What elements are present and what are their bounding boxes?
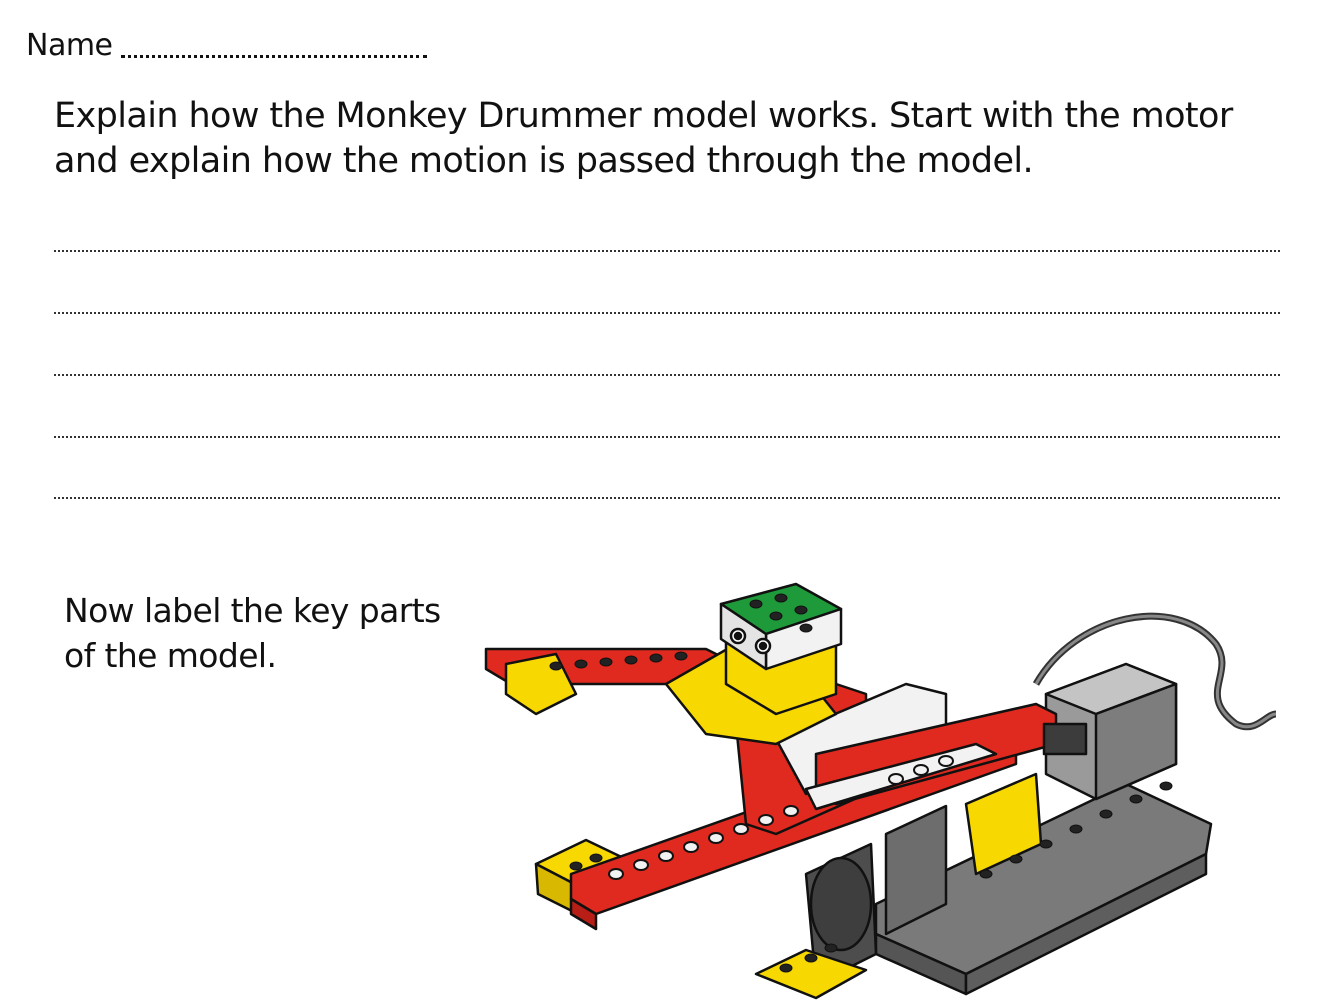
name-label: Name <box>26 28 113 63</box>
lego-model-drawing <box>484 582 1277 1000</box>
answer-line[interactable] <box>54 250 1280 252</box>
answer-line[interactable] <box>54 374 1280 376</box>
answer-line[interactable] <box>54 312 1280 314</box>
name-write-line[interactable] <box>120 55 427 58</box>
label-prompt: Now label the key parts of the model. <box>64 591 441 675</box>
monkey-drummer-model-illustration <box>476 574 1286 1000</box>
name-row: Name <box>26 26 427 66</box>
question-prompt: Explain how the Monkey Drummer model wor… <box>54 96 1233 181</box>
answer-line[interactable] <box>54 497 1280 499</box>
answer-line[interactable] <box>54 436 1280 438</box>
